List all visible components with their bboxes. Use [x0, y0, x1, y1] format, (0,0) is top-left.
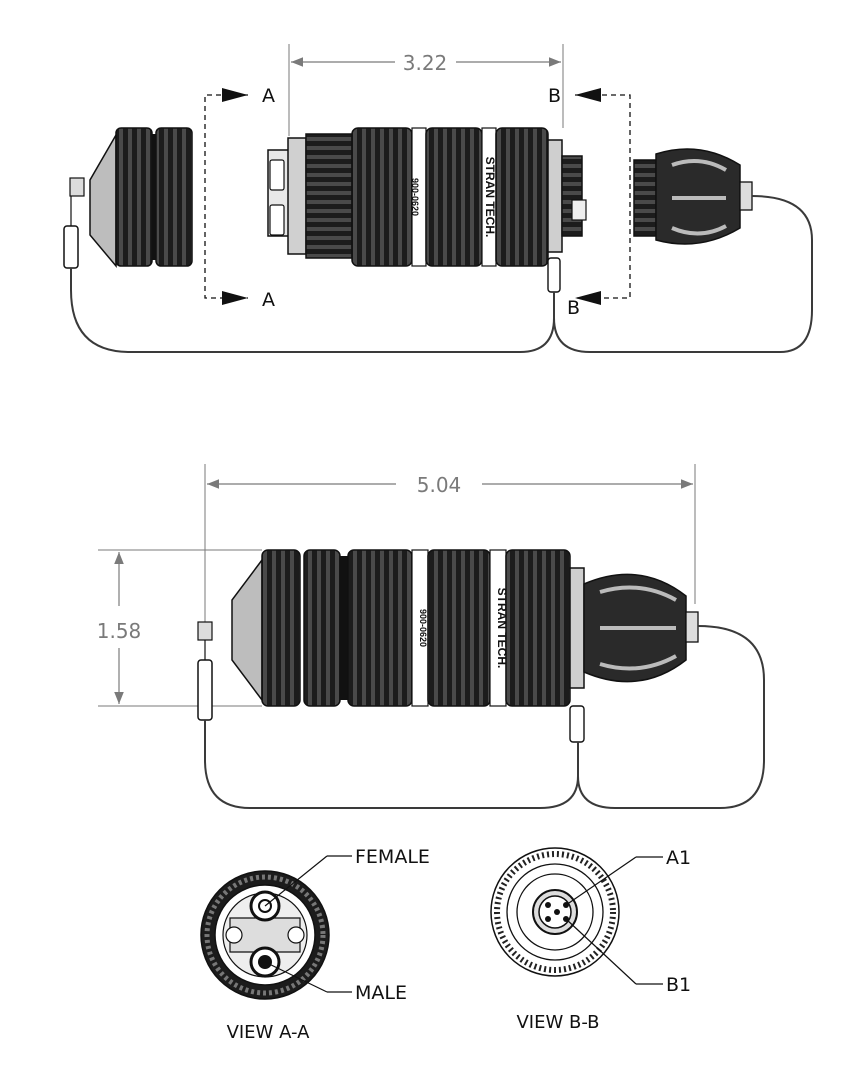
dimension-3-22: 3.22	[288, 44, 564, 136]
dimension-5-04-label: 5.04	[417, 473, 462, 497]
dimension-3-22-label: 3.22	[403, 51, 448, 75]
body-part-number-top: 900-0620	[410, 178, 420, 216]
view-a-a: FEMALE MALE VIEW A-A	[200, 846, 430, 1043]
body-part-number-assembled: 900-0620	[418, 609, 428, 647]
dimension-1-58-label: 1.58	[97, 619, 142, 643]
section-b-marker: B B	[548, 85, 631, 319]
section-a-marker: A A	[204, 85, 275, 311]
left-dust-cap	[63, 127, 193, 269]
dimension-5-04: 5.04	[204, 464, 696, 630]
male-callout: MALE	[355, 982, 407, 1004]
a1-callout: A1	[666, 847, 691, 869]
view-b-b-label: VIEW B-B	[516, 1012, 599, 1033]
section-a-top-label: A	[262, 85, 275, 107]
right-mating-connector	[633, 148, 753, 245]
female-callout: FEMALE	[355, 846, 430, 868]
top-view: 3.22 A A B B	[63, 44, 813, 353]
dimension-1-58: 1.58	[97, 549, 262, 707]
view-a-a-label: VIEW A-A	[227, 1022, 311, 1043]
assembled-view: 5.04 1.58 900-0620	[97, 464, 765, 809]
body-brand-top: STRAN TECH.	[483, 157, 497, 238]
b1-callout: B1	[666, 974, 691, 996]
section-b-top-label: B	[548, 85, 561, 107]
section-b-bottom-label: B	[567, 297, 580, 319]
cable-assembled	[204, 625, 765, 809]
cable-top	[70, 195, 813, 353]
main-connector-body: 900-0620 STRAN TECH.	[267, 127, 587, 293]
body-brand-assembled: STRAN TECH.	[495, 588, 509, 669]
view-b-b: A1 B1 VIEW B-B	[490, 847, 691, 1033]
section-a-bottom-label: A	[262, 289, 275, 311]
assembled-connector-body: 900-0620 STRAN TECH.	[197, 549, 699, 743]
